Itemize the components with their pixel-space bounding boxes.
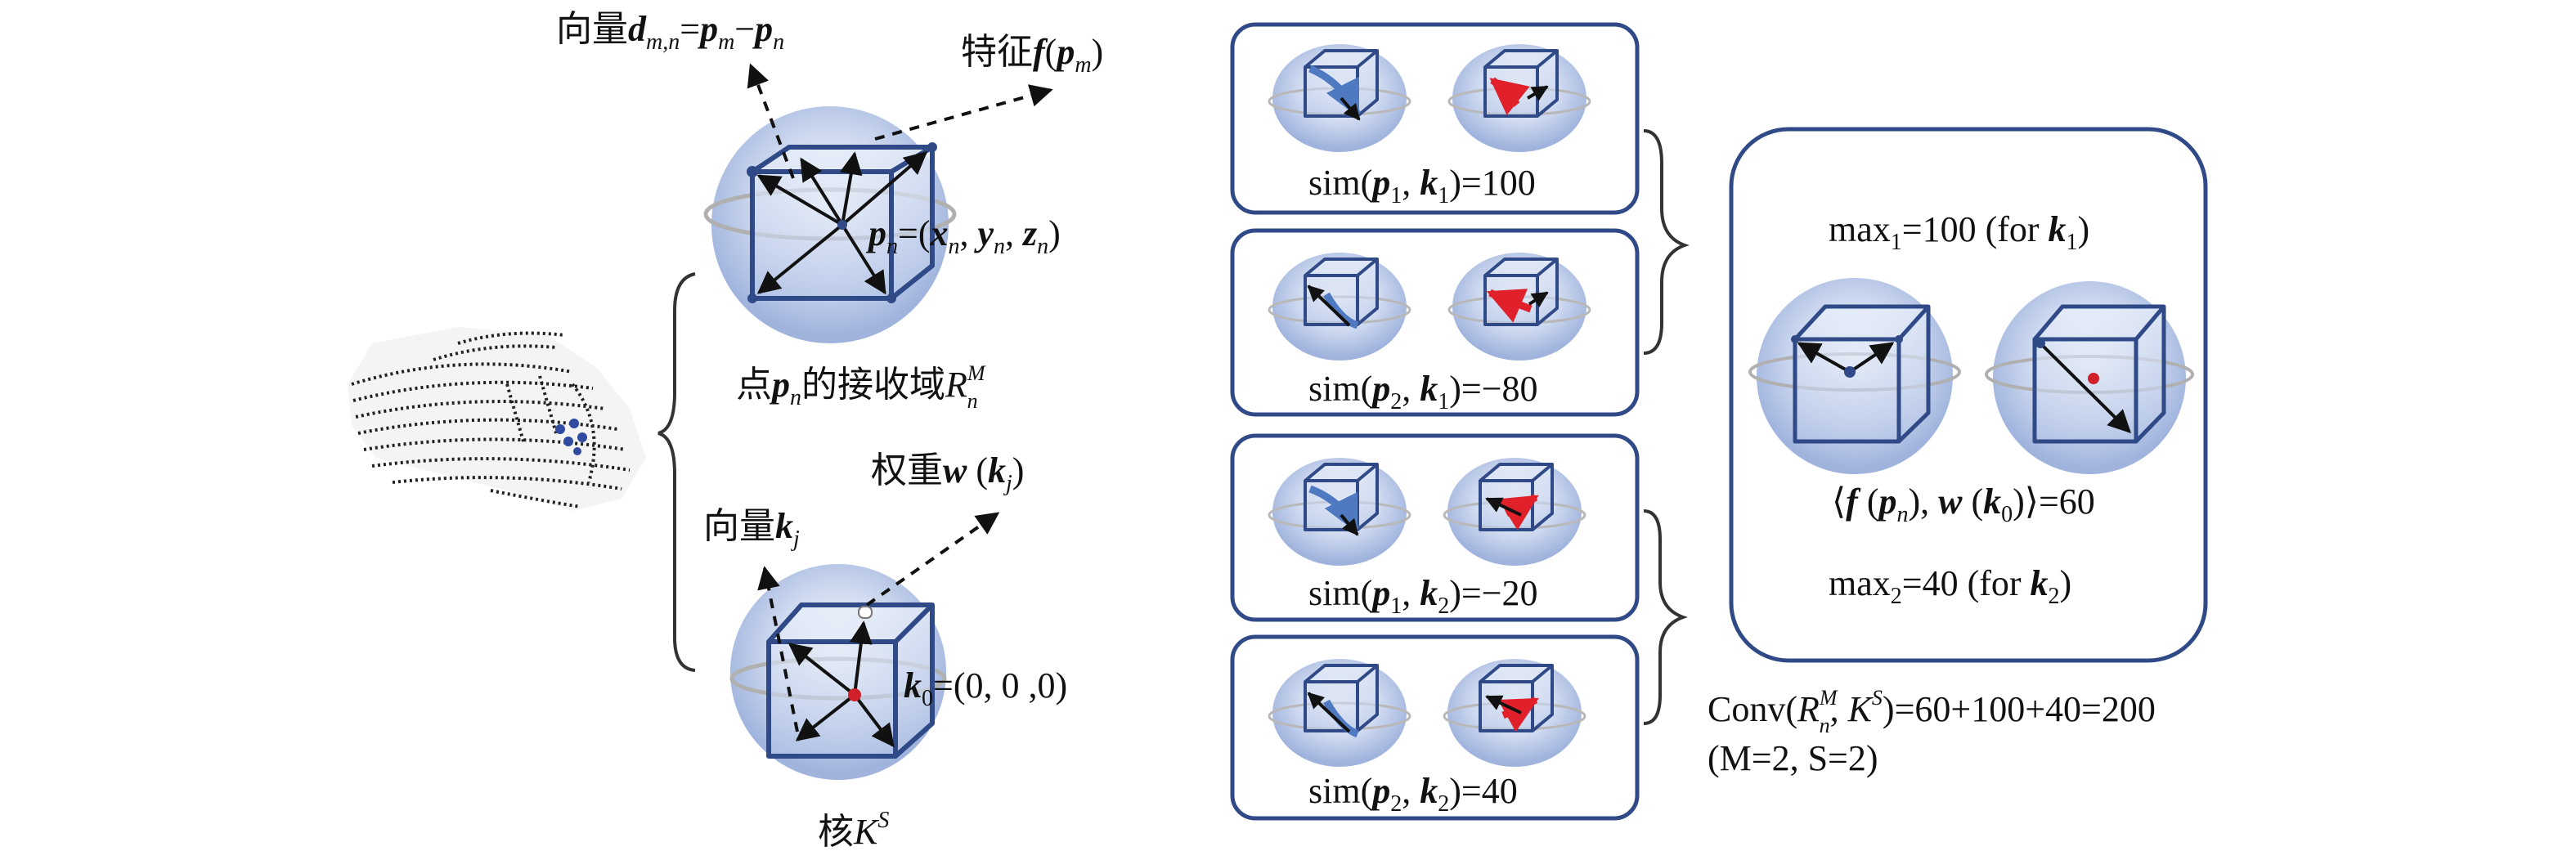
vector-k-label: 向量kj <box>703 506 800 552</box>
feature-label: 特征f(pm) <box>961 32 1103 78</box>
sim-label-3: sim(p1, k2)=−20 <box>1308 573 1538 619</box>
left-brace <box>657 272 696 672</box>
result-panel: max1=100 (for k1) <box>1729 127 2208 663</box>
brace-k1 <box>1643 129 1690 355</box>
kernel-sphere <box>729 564 947 780</box>
sim-label-1: sim(p1, k1)=100 <box>1308 163 1536 208</box>
brace-k2 <box>1643 509 1688 725</box>
similarity-box-2: sim(p2, k1)=−80 <box>1230 228 1640 417</box>
similarity-box-1: sim(p1, k1)=100 <box>1230 22 1640 215</box>
weight-dashed-arrow <box>865 512 1000 607</box>
point-coordinate-label: pn=(xn, yn, zn) <box>865 213 1061 259</box>
similarity-box-4: sim(p2, k2)=40 <box>1230 634 1640 821</box>
vector-d-label: 向量dm,n=pm−pn <box>556 9 784 55</box>
conv-parameters: (M=2, S=2) <box>1708 738 1878 778</box>
sim-label-2: sim(p2, k1)=−80 <box>1308 369 1538 414</box>
max2-label: max2=40 (for k2) <box>1829 563 2071 609</box>
kernel-origin-label: k0=(0, 0 ,0) <box>904 665 1067 711</box>
weight-label: 权重w (kj) <box>871 450 1024 496</box>
inner-product-label: ⟨f (pn), w (k0)⟩=60 <box>1832 482 2095 527</box>
lidar-point-cloud-image <box>348 327 646 511</box>
vector-k-dashed-arrow <box>757 566 799 732</box>
vector-d-dashed-arrow <box>747 63 795 179</box>
result-sphere-k2 <box>1985 281 2194 474</box>
result-sphere-k1 <box>1748 278 1961 474</box>
kernel-label: 核KS <box>818 808 889 852</box>
feature-dashed-arrow <box>874 84 1053 141</box>
max1-label: max1=100 (for k1) <box>1829 209 2089 255</box>
similarity-box-3: sim(p1, k2)=−20 <box>1230 433 1640 622</box>
sim-label-4: sim(p2, k2)=40 <box>1308 771 1518 817</box>
receptive-field-sphere <box>703 106 957 343</box>
